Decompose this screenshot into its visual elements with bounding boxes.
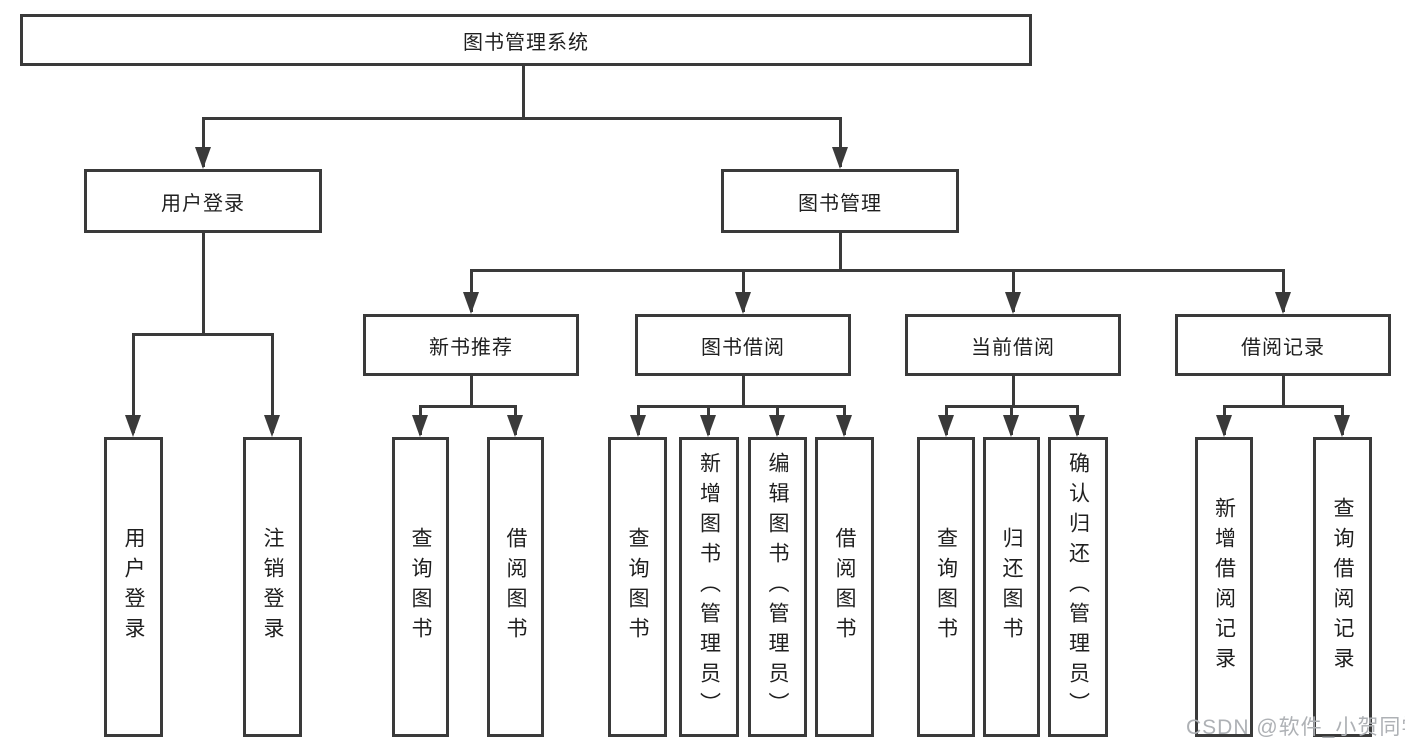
leaf-confirm-return-admin-label: 确认归还（管理员） [1066, 452, 1090, 722]
csdn-watermark: CSDN @软件_小贺同学 [1186, 716, 1405, 739]
arrowhead-down-icon [264, 415, 280, 437]
leaf-logout-label: 注销登录 [261, 527, 284, 647]
arrowhead-down-icon [1275, 292, 1291, 314]
arrowhead-down-icon [630, 415, 646, 437]
leaf-borrow-book-label: 借阅图书 [833, 527, 856, 647]
leaf-user-login: 用户登录 [104, 437, 163, 737]
node-book-management-group: 图书管理 [721, 169, 959, 233]
node-borrow-record-label: 借阅记录 [1241, 336, 1325, 359]
connector-line [419, 405, 517, 408]
connector-line [1012, 374, 1015, 407]
arrowhead-down-icon [836, 415, 852, 437]
leaf-borrow-query-book-label: 查询图书 [626, 527, 649, 647]
arrowhead-down-icon [1069, 415, 1085, 437]
connector-line [470, 269, 1285, 272]
connector-line [132, 333, 274, 336]
leaf-borrow-query-book: 查询图书 [608, 437, 667, 737]
leaf-recommend-query-book: 查询图书 [392, 437, 449, 737]
arrowhead-down-icon [195, 147, 211, 169]
leaf-query-borrow-record: 查询借阅记录 [1313, 437, 1372, 737]
leaf-recommend-query-book-label: 查询图书 [409, 527, 432, 647]
arrowhead-down-icon [125, 415, 141, 437]
connector-line [742, 269, 745, 312]
connector-line [1223, 405, 1343, 408]
arrowhead-down-icon [1003, 415, 1019, 437]
leaf-edit-book-admin: 编辑图书（管理员） [748, 437, 807, 737]
connector-line [202, 117, 205, 167]
connector-line [271, 333, 274, 433]
leaf-return-book-label: 归还图书 [1000, 527, 1023, 647]
connector-line [742, 374, 745, 407]
node-book-borrow: 图书借阅 [635, 314, 851, 376]
connector-line [470, 269, 473, 312]
node-book-management-group-label: 图书管理 [798, 192, 882, 215]
leaf-add-borrow-record: 新增借阅记录 [1195, 437, 1253, 737]
node-user-login-group: 用户登录 [84, 169, 322, 233]
leaf-add-book-admin: 新增图书（管理员） [679, 437, 739, 737]
connector-line [1282, 269, 1285, 312]
arrowhead-down-icon [1005, 292, 1021, 314]
node-new-book-recommend: 新书推荐 [363, 314, 579, 376]
leaf-borrow-book: 借阅图书 [815, 437, 874, 737]
arrowhead-down-icon [735, 292, 751, 314]
arrowhead-down-icon [463, 292, 479, 314]
node-new-book-recommend-label: 新书推荐 [429, 336, 513, 359]
arrowhead-down-icon [507, 415, 523, 437]
connector-line [132, 333, 135, 433]
leaf-return-book: 归还图书 [983, 437, 1040, 737]
connector-line [470, 374, 473, 407]
leaf-confirm-return-admin: 确认归还（管理员） [1048, 437, 1108, 737]
leaf-current-query-book: 查询图书 [917, 437, 975, 737]
arrowhead-down-icon [832, 147, 848, 169]
node-current-borrow-label: 当前借阅 [971, 336, 1055, 359]
leaf-user-login-label: 用户登录 [122, 527, 145, 647]
arrowhead-down-icon [769, 415, 785, 437]
node-borrow-record: 借阅记录 [1175, 314, 1391, 376]
connector-line [1012, 269, 1015, 312]
leaf-add-borrow-record-label: 新增借阅记录 [1212, 497, 1236, 677]
connector-line [839, 117, 842, 167]
leaf-query-borrow-record-label: 查询借阅记录 [1331, 497, 1354, 677]
node-book-borrow-label: 图书借阅 [701, 336, 785, 359]
connector-line [637, 405, 846, 408]
connector-line [839, 231, 842, 272]
arrowhead-down-icon [1334, 415, 1350, 437]
leaf-recommend-borrow-book-label: 借阅图书 [504, 527, 527, 647]
arrowhead-down-icon [700, 415, 716, 437]
connector-line [202, 231, 205, 335]
connector-line [202, 117, 842, 120]
arrowhead-down-icon [412, 415, 428, 437]
node-root-label: 图书管理系统 [463, 31, 589, 54]
leaf-add-book-admin-label: 新增图书（管理员） [697, 452, 721, 722]
node-current-borrow: 当前借阅 [905, 314, 1121, 376]
leaf-recommend-borrow-book: 借阅图书 [487, 437, 544, 737]
arrowhead-down-icon [1216, 415, 1232, 437]
leaf-logout: 注销登录 [243, 437, 302, 737]
leaf-edit-book-admin-label: 编辑图书（管理员） [766, 452, 789, 722]
node-user-login-group-label: 用户登录 [161, 192, 245, 215]
connector-line [522, 63, 525, 120]
node-root: 图书管理系统 [20, 14, 1032, 66]
leaf-current-query-book-label: 查询图书 [934, 527, 958, 647]
connector-line [1282, 374, 1285, 407]
arrowhead-down-icon [938, 415, 954, 437]
